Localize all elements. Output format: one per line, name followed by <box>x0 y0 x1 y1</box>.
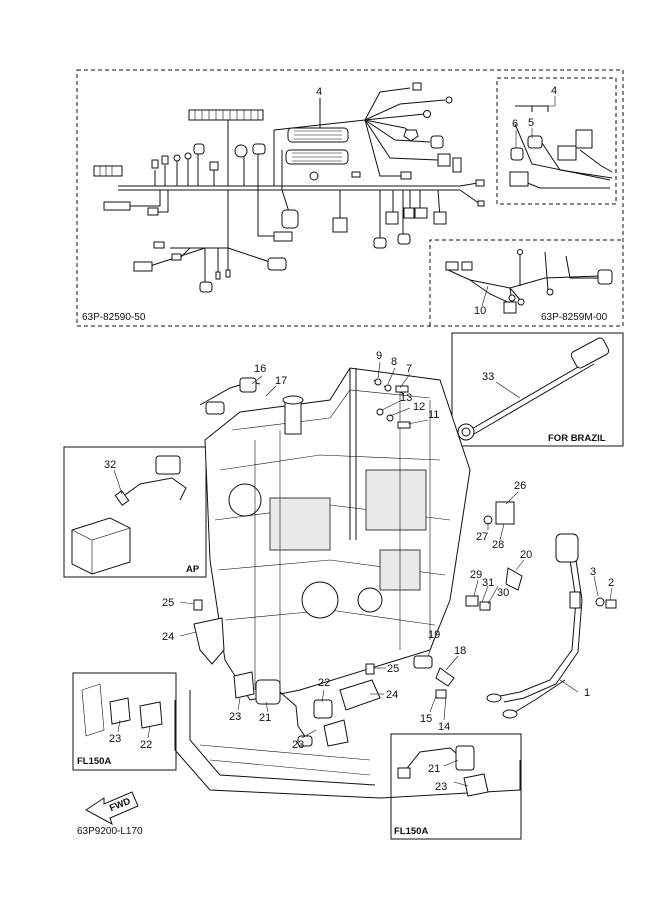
callout-15: 15 <box>420 713 432 725</box>
callout-24-right: 24 <box>386 689 398 701</box>
callout-3: 3 <box>590 566 596 578</box>
brazil-box: FOR BRAZIL <box>451 332 624 447</box>
callout-6: 6 <box>512 118 518 130</box>
callout-20: 20 <box>520 549 532 561</box>
ap-caption: AP <box>186 564 200 575</box>
callout-31: 31 <box>482 577 494 589</box>
fl150a-left-caption: FL150A <box>77 756 111 767</box>
callout-13: 13 <box>400 392 412 404</box>
sub-harness <box>445 249 613 314</box>
callout-33: 33 <box>482 371 494 383</box>
callout-10: 10 <box>474 305 486 317</box>
callout-30: 30 <box>497 587 509 599</box>
callout-5: 5 <box>528 117 534 129</box>
callout-16: 16 <box>254 363 266 375</box>
callout-numbers: 4 4 5 6 10 33 9 8 7 13 12 11 16 17 32 26… <box>104 85 614 793</box>
callout-26: 26 <box>514 480 526 492</box>
fl150a-left-box: FL150A <box>72 672 177 771</box>
battery-cable-part-1 <box>486 533 583 719</box>
callout-23-fl150a-right: 23 <box>435 781 447 793</box>
callout-7: 7 <box>406 363 412 375</box>
callout-8: 8 <box>391 356 397 368</box>
callout-19: 19 <box>428 629 440 641</box>
lower-cowling <box>174 690 521 799</box>
callout-11: 11 <box>428 409 439 421</box>
callout-29: 29 <box>470 569 482 581</box>
engine-block <box>204 367 471 701</box>
callout-17: 17 <box>275 375 287 387</box>
callout-28: 28 <box>492 539 504 551</box>
brazil-caption: FOR BRAZIL <box>548 433 606 444</box>
callout-23-lower: 23 <box>292 739 304 751</box>
fwd-arrow: FWD <box>85 791 139 826</box>
callout-4-main: 4 <box>316 86 322 98</box>
callout-4-detail: 4 <box>551 85 557 97</box>
callout-24-left: 24 <box>162 631 174 643</box>
callout-12: 12 <box>413 401 425 413</box>
callout-2: 2 <box>608 577 614 589</box>
callout-22-fl150a-left: 22 <box>140 739 152 751</box>
callout-9: 9 <box>376 350 382 362</box>
harness-detail-box <box>496 77 617 205</box>
callout-25-left: 25 <box>162 597 174 609</box>
callout-23-fl150a-left: 23 <box>109 733 121 745</box>
figure-code: 63P9200-L170 <box>77 826 143 837</box>
fl150a-right-box: FL150A <box>390 733 522 840</box>
harness-connectors <box>93 82 485 293</box>
ap-battery-part-32 <box>71 455 187 575</box>
callout-32: 32 <box>104 459 116 471</box>
callout-25-right: 25 <box>387 663 399 675</box>
leader-lines <box>113 96 613 787</box>
harness-detail <box>509 105 613 189</box>
callout-27: 27 <box>476 531 488 543</box>
harness-main-code: 63P-82590-50 <box>82 312 146 323</box>
ap-box: AP <box>63 446 207 578</box>
callout-22: 22 <box>318 677 330 689</box>
callout-21-center: 21 <box>259 712 271 724</box>
hardware-parts <box>193 377 617 747</box>
harness-box-border <box>76 69 624 327</box>
callout-21-fl150a-right: 21 <box>428 763 440 775</box>
callout-14: 14 <box>438 721 450 733</box>
harness-sub-code: 63P-8259M-00 <box>541 312 608 323</box>
callout-1: 1 <box>584 687 590 699</box>
callout-18: 18 <box>454 645 466 657</box>
fl150a-right-caption: FL150A <box>394 826 428 837</box>
brazil-sensor-33 <box>457 337 610 441</box>
callout-23-center: 23 <box>229 711 241 723</box>
harness-box: 63P-82590-50 63P-8259M-00 <box>76 69 624 327</box>
